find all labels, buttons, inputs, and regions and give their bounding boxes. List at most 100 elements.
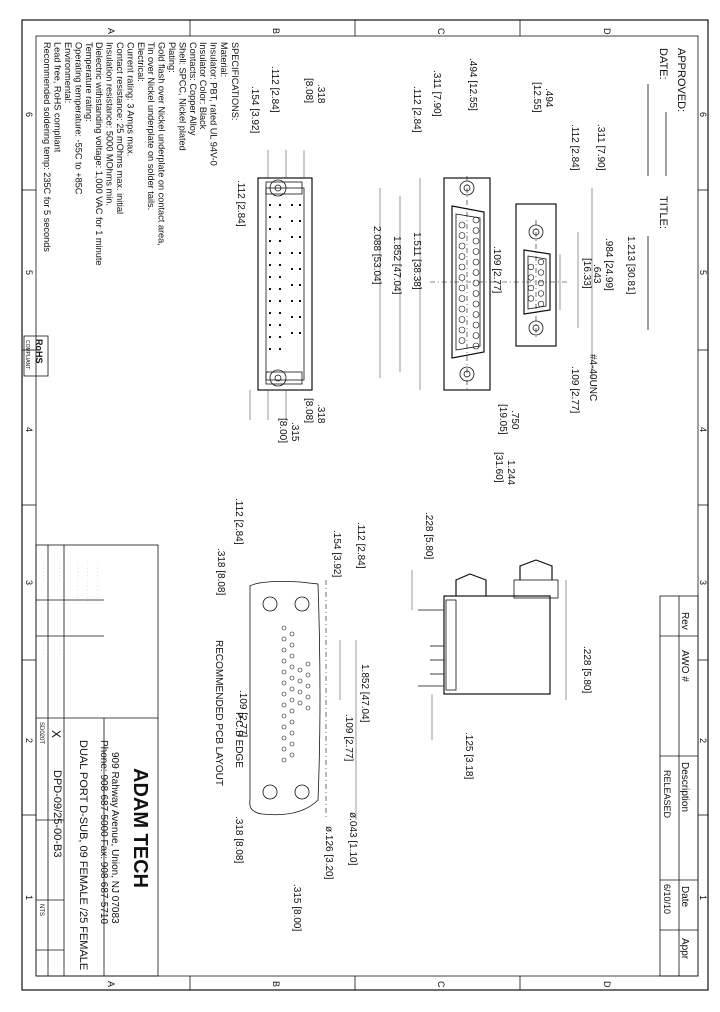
title-label: TITLE:: [657, 196, 669, 229]
zone-num-left-5: 5: [24, 270, 34, 275]
pcb-hole: [289, 653, 295, 659]
db25-pin: [472, 258, 480, 266]
pcb-hole: [305, 694, 311, 700]
dim-228-580-b: .228 [5.80]: [581, 646, 592, 693]
tail-pin: [279, 336, 281, 338]
pcb-hole: [289, 697, 295, 703]
zone-num-right-4: 4: [698, 427, 708, 432]
tail-pin: [269, 240, 271, 242]
spec-line: Current rating: 3 Amps max.: [125, 42, 135, 156]
zone-letter-bottom-a: A: [106, 981, 116, 987]
pcb-hole: [281, 669, 287, 675]
zone-num-left-2: 2: [24, 738, 34, 743]
pcb-hole: [281, 625, 287, 631]
dim-311-790-b: .311 [7.90]: [431, 70, 442, 117]
dim-2088-5304: 2.088 [53.04]: [371, 226, 382, 285]
tail-pin: [299, 204, 301, 206]
pcb-hole: [281, 735, 287, 741]
date-label: DATE:: [657, 48, 669, 80]
svg-text:· · · ·: · · · ·: [56, 642, 62, 655]
pcb-dim-154-392: .154 [3.92]: [331, 530, 342, 577]
dim-984-2499: .984 [24.99]: [603, 238, 614, 291]
zone-num-left-3: 3: [24, 580, 34, 585]
tail-pin: [269, 300, 271, 302]
db25-pin: [458, 232, 466, 239]
dim-311-790-a: .311 [7.90]: [595, 124, 606, 171]
dim-494-a: .494: [543, 88, 554, 108]
spec-line: Gold flash over Nickel underplate on con…: [157, 42, 167, 246]
db9-pin: [537, 300, 545, 308]
side-view-drawing: [418, 559, 559, 695]
db9-pin: [537, 258, 545, 266]
spec-line: Insulator Color: Black: [198, 42, 208, 130]
db25-pin: [458, 316, 466, 323]
zone-letter-top-a: A: [106, 28, 116, 34]
tail-pin: [269, 252, 271, 254]
dim-1213-3081: 1.213 [30.81]: [625, 236, 636, 295]
db25-pin: [458, 253, 466, 260]
pcb-hole: [305, 672, 311, 678]
tail-pin: [279, 216, 281, 218]
spec-line: Dielectric withstanding voltage: 1,000 V…: [94, 42, 104, 266]
pcb-label-recommended: RECOMMENDED PCB LAYOUT: [213, 640, 224, 786]
tail-pin: [291, 252, 293, 254]
company-phone: Phone: 908-687-5000 Fax: 908-687-5710: [98, 740, 109, 924]
dim-1633: [16.33]: [581, 258, 592, 289]
tail-pin: [269, 204, 271, 206]
description-header: Description: [679, 762, 690, 812]
db9-pin: [537, 279, 545, 287]
title-block-scale: NTS: [38, 904, 44, 916]
dim-228-580-a: .228 [5.80]: [423, 512, 434, 559]
tail-pin: [299, 332, 301, 334]
inner-border: [35, 35, 699, 977]
part-number: DPD-09/25-00-B3: [51, 770, 63, 857]
db25-pin: [472, 216, 480, 224]
rohs-sub: COMPLIANT: [24, 340, 30, 369]
date-value: 6/10/10: [662, 884, 672, 914]
pcb-layout-drawing: [249, 580, 327, 818]
zone-letter-bottom-b: B: [271, 981, 281, 987]
db9-pin: [527, 295, 535, 302]
svg-text:· · · · · · · · · · · ·: · · · · · · · · · · · ·: [74, 560, 80, 602]
spec-line: Electrical:: [136, 42, 146, 82]
db9-pin: [527, 274, 535, 281]
pcb-hole: [289, 675, 295, 681]
dim-112-284-d: .112 [2.84]: [235, 180, 246, 227]
tail-pin: [291, 300, 293, 302]
awo-header: AWO #: [679, 650, 690, 682]
dim-125-318: .125 [3.18]: [463, 732, 474, 779]
pcb-hole: [281, 680, 287, 686]
pcb-hole: [281, 636, 287, 642]
tail-pin: [279, 204, 281, 206]
dim-4-40unc: #4-40UNC: [587, 354, 598, 401]
pcb-hole: [281, 724, 287, 730]
pcb-hole: [281, 757, 287, 763]
spec-line: Shell: SPCC, Nickel plated: [177, 42, 187, 151]
company-address: 909 Rahway Avenue, Union, NJ 07083: [109, 752, 120, 924]
tail-pin: [279, 252, 281, 254]
zone-letter-bottom-c: C: [436, 981, 446, 988]
tail-pin: [299, 252, 301, 254]
dim-808-b: [8.08]: [303, 398, 314, 423]
pcb-hole: [289, 741, 295, 747]
dim-750: .750: [509, 410, 520, 430]
pcb-hole: [289, 708, 295, 714]
spec-line: Environmental:: [63, 42, 73, 103]
tail-pin: [299, 236, 301, 238]
tail-pin: [299, 284, 301, 286]
tail-pin: [291, 332, 293, 334]
dim-318-b: .318: [315, 404, 326, 424]
dim-808-a: [8.08]: [303, 78, 314, 103]
zone-num-right-3: 3: [698, 580, 708, 585]
spec-line: Operating temperature: -55C to +85C: [73, 42, 83, 195]
db9-pin: [527, 263, 535, 271]
zone-letter-top-d: D: [602, 28, 612, 35]
spec-line: Tin over Nickel underplate on solder tai…: [146, 42, 156, 210]
zone-num-right-5: 5: [698, 270, 708, 275]
pcb-hole: [289, 752, 295, 758]
spec-line: Material:: [219, 42, 229, 77]
dim-800: [8.00]: [277, 418, 288, 443]
zone-letter-bottom-d: D: [602, 981, 612, 988]
dim-1255-a: [12.55]: [531, 82, 542, 113]
spec-line: Temperature rating:: [84, 42, 94, 122]
